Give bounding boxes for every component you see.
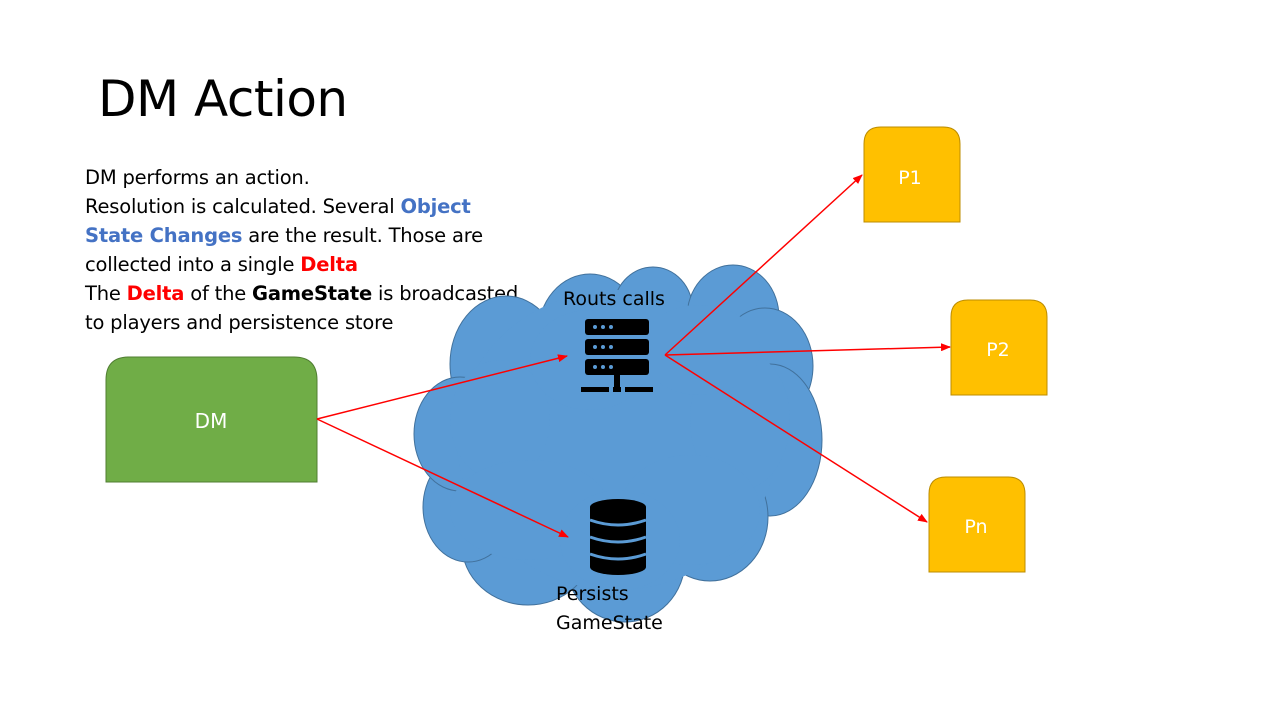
desc-line-2-prefix: Resolution is calculated. Several <box>85 195 401 218</box>
term-delta: Delta <box>300 253 358 276</box>
p2-label: P2 <box>986 339 1010 361</box>
server-label: Routs calls <box>563 288 665 310</box>
arrow-server-to-p2 <box>664 343 951 356</box>
p2-node: P2 <box>950 299 1048 396</box>
pn-label: Pn <box>964 516 987 538</box>
desc-line-2-suffix: are the result. Those are collected into… <box>85 224 483 276</box>
desc-line-3-suffix: is broadcasted to players and persistenc… <box>85 282 519 334</box>
desc-line-3-mid: of the <box>184 282 253 305</box>
arrow-server-to-pn <box>664 354 928 523</box>
arrow-dm-to-database <box>316 418 569 538</box>
dm-node: DM <box>105 356 318 483</box>
p1-node: P1 <box>863 126 961 223</box>
database-label-line-2: GameState <box>556 612 663 634</box>
desc-line-3-prefix: The <box>85 282 127 305</box>
database-label-line-1: Persists <box>556 583 629 605</box>
server-rack-icon <box>581 319 653 392</box>
arrow-server-to-p1 <box>664 174 863 356</box>
cloud-shape <box>413 264 823 623</box>
description-text: DM performs an action. Resolution is cal… <box>85 163 535 337</box>
slide-title: DM Action <box>98 70 348 128</box>
term-object-state-changes: Object State Changes <box>85 195 471 247</box>
term-gamestate: GameState <box>252 282 373 305</box>
dm-label: DM <box>195 409 228 433</box>
pn-node: Pn <box>928 476 1026 573</box>
database-icon <box>589 499 647 575</box>
desc-line-1: DM performs an action. <box>85 166 310 189</box>
arrow-dm-to-server <box>316 354 568 420</box>
p1-label: P1 <box>898 167 922 189</box>
term-delta-2: Delta <box>126 282 185 305</box>
arrows <box>316 174 951 538</box>
